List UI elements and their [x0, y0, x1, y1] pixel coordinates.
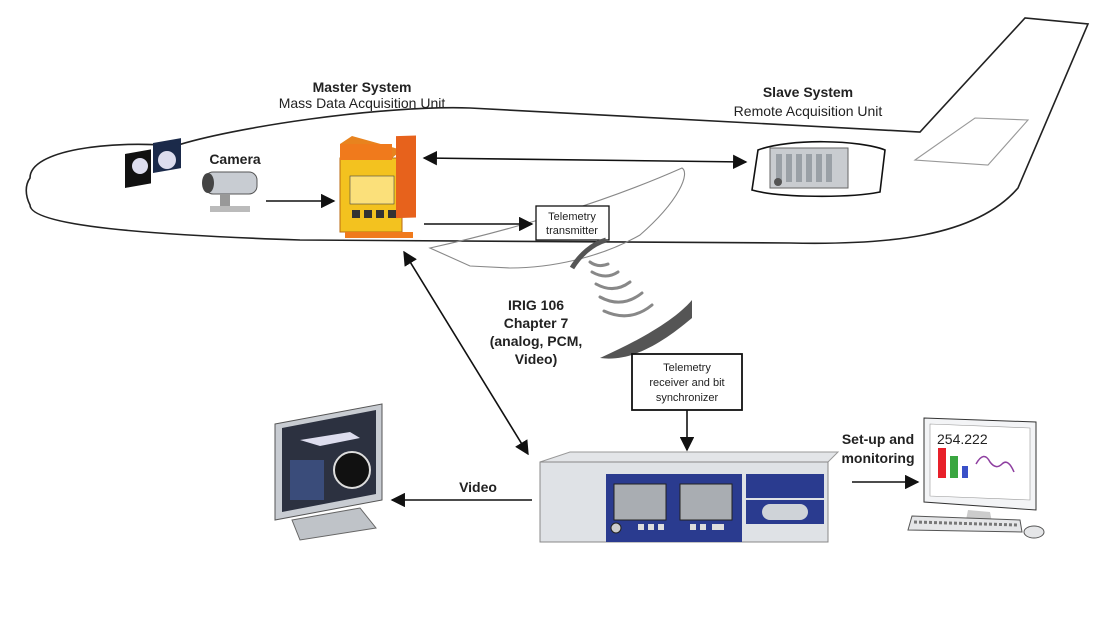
telemetry-transmitter-line1: Telemetry — [548, 211, 596, 223]
ground-station-icon — [539, 451, 840, 543]
slave-system-subtitle: Remote Acquisition Unit — [734, 103, 883, 119]
master-slave-link-arrow — [422, 150, 748, 170]
video-label: Video — [459, 479, 497, 495]
camera-label: Camera — [209, 151, 261, 167]
pc-screen-value: 254.222 — [937, 431, 988, 447]
telemetry-transmitter-line2: transmitter — [546, 225, 598, 237]
aircraft-lower-wing — [600, 300, 692, 359]
camera-icon — [202, 171, 258, 212]
slave-unit-frame — [751, 140, 886, 198]
irig-line4: Video) — [515, 351, 558, 367]
setup-label-line2: monitoring — [841, 450, 914, 466]
irig-line3: (analog, PCM, — [490, 333, 583, 349]
video-monitor-icon — [274, 403, 383, 541]
slave-system-title: Slave System — [763, 84, 853, 100]
radio-wave-icon — [588, 260, 654, 318]
irig-line1: IRIG 106 — [508, 297, 564, 313]
master-unit-icon — [339, 135, 416, 238]
slave-unit-icon — [769, 147, 849, 189]
master-ground-link-arrow — [403, 250, 529, 456]
master-system-title: Master System — [313, 79, 412, 95]
pc-icon: 254.222 — [907, 417, 1045, 539]
telemetry-transmitter-box — [535, 205, 610, 241]
aircraft-tail-plane — [913, 117, 1030, 166]
transmitter-antenna — [569, 237, 607, 270]
setup-label-line1: Set-up and — [842, 431, 914, 447]
irig-line2: Chapter 7 — [504, 315, 569, 331]
telemetry-receiver-line2: receiver and bit — [649, 377, 724, 389]
master-system-subtitle: Mass Data Acquisition Unit — [279, 95, 446, 111]
telemetry-receiver-line1: Telemetry — [663, 362, 711, 374]
cockpit-screens-icon — [125, 138, 181, 188]
telemetry-receiver-line3: synchronizer — [656, 392, 719, 404]
